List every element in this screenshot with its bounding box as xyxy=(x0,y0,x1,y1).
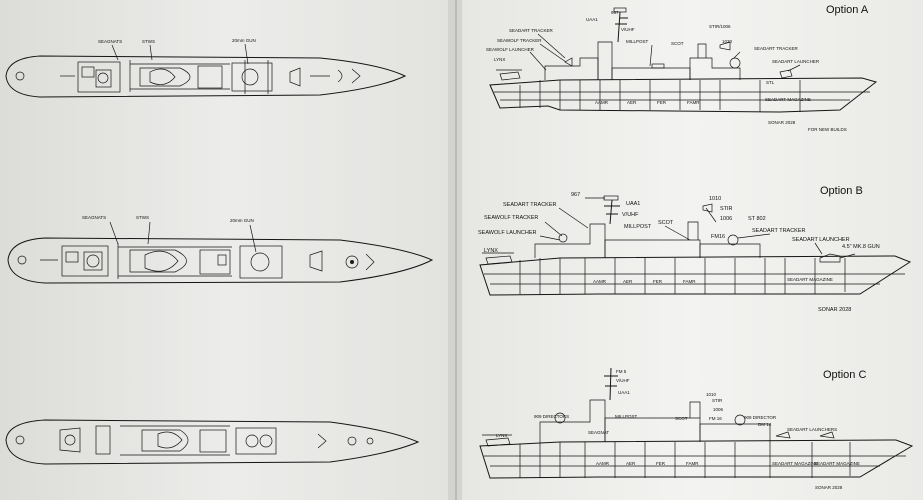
b-label-seadart-magazine: SEADART MAGAZINE xyxy=(787,277,833,282)
a-label-stir: STIR/1006 xyxy=(709,24,731,29)
b-label-seawolf-tracker: SEAWOLF TRACKER xyxy=(484,215,538,221)
c-label-sonar: SONAR 2028 xyxy=(815,485,843,490)
b-label-seadart-launcher: SEADART LAUNCHER xyxy=(792,237,850,243)
plan-view-option-a xyxy=(5,55,407,98)
a-label-1030: 1030 xyxy=(722,39,733,44)
c-label-fm5: FM 5 xyxy=(616,369,627,374)
option-c-title: Option C xyxy=(823,369,866,381)
plan-a-label-gun: 20mm GUN xyxy=(232,38,256,43)
c-label-909-directors: 909 DIRECTORS xyxy=(534,414,569,419)
b-label-967: 967 xyxy=(571,192,580,198)
option-b-title: Option B xyxy=(820,185,863,197)
b-label-st802: ST 802 xyxy=(748,216,766,222)
a-label-seawolf-tracker: SEAWOLF TRACKER xyxy=(497,38,542,43)
b-label-seadart-tracker-2: SEADART TRACKER xyxy=(752,228,806,234)
plan-a-label-seagnats: SEAGNATS xyxy=(98,39,122,44)
c-label-vuhf: V/UHF xyxy=(616,378,630,383)
b-label-seadart-tracker: SEADART TRACKER xyxy=(503,202,557,208)
profile-option-c xyxy=(479,367,914,479)
c-label-seadart-launchers: SEADART LAUNCHERS xyxy=(787,427,837,432)
b-label-scot: SCOT xyxy=(658,220,674,226)
b-label-1006: 1006 xyxy=(720,216,732,222)
c-label-1006: 1006 xyxy=(713,407,724,412)
plan-b-label-gun: 20mm GUN xyxy=(230,218,254,223)
b-label-famr: FAMR xyxy=(683,279,696,284)
a-label-seadart-tracker-2: SEADART TRACKER xyxy=(754,46,799,51)
b-label-uaa1: UAA1 xyxy=(626,201,640,207)
b-label-vuhf: V/UHF xyxy=(622,212,639,218)
c-label-seadart-magazine-2: SEADART MAGAZINE xyxy=(814,461,860,466)
a-label-lynx: LYNX xyxy=(494,57,505,62)
c-label-seagnat: SEAGNAT xyxy=(588,430,609,435)
a-label-millpost: MILLPOST xyxy=(626,39,649,44)
c-label-lynx: LYNX xyxy=(496,433,507,438)
c-label-scot: SCOT xyxy=(675,416,688,421)
c-label-seadart-magazine-1: SEADART MAGAZINE xyxy=(772,461,818,466)
plan-view-option-c xyxy=(5,419,420,465)
a-label-seadart-tracker: SEADART TRACKER xyxy=(509,28,554,33)
a-label-seawolf-launcher: SEAWOLF LAUNCHER xyxy=(486,47,535,52)
b-label-aer: AER xyxy=(623,279,633,284)
c-label-fm16: FM 16 xyxy=(709,416,722,421)
a-label-vuhf: V/UHF xyxy=(621,27,635,32)
a-label-seadart-magazine: SEADART MAGAZINE xyxy=(765,97,811,102)
c-label-fer: FER xyxy=(656,461,666,466)
profile-option-a xyxy=(489,7,878,113)
a-label-aer: AER xyxy=(627,100,637,105)
b-label-millpost: MILLPOST xyxy=(624,224,652,230)
page-gutter xyxy=(448,0,462,500)
c-label-millpost: MILLPOST xyxy=(615,414,638,419)
b-label-lynx: LYNX xyxy=(484,248,498,254)
c-label-aamr: AAMR xyxy=(596,461,610,466)
a-label-seadart-launcher: SEADART LAUNCHER xyxy=(772,59,820,64)
b-label-fm16: FM16 xyxy=(711,234,725,240)
a-label-for-new-builds: FOR NEW BUILDS xyxy=(808,127,847,132)
b-label-gun: 4.5" MK.8 GUN xyxy=(842,244,880,250)
b-label-aamr: AAMR xyxy=(593,279,607,284)
b-label-stir: STIR xyxy=(720,206,733,212)
a-label-aamr: AAMR xyxy=(595,100,609,105)
a-label-967: 967 xyxy=(611,10,619,15)
a-label-sonar: SONAR 2028 xyxy=(768,120,796,125)
a-label-scot: SCOT xyxy=(671,41,684,46)
right-page xyxy=(456,0,923,500)
b-label-fer: FER xyxy=(653,279,663,284)
plan-a-label-stws: STWS xyxy=(142,39,155,44)
a-label-fer: FER xyxy=(657,100,667,105)
b-label-seawolf-launcher: SEAWOLF LAUNCHER xyxy=(478,230,537,236)
a-label-stl: STL xyxy=(766,80,775,85)
profile-option-b xyxy=(479,195,912,296)
plan-view-option-b xyxy=(7,237,434,284)
plan-b-label-stws: STWS xyxy=(136,215,149,220)
c-label-1010: 1010 xyxy=(706,392,717,397)
option-a-title: Option A xyxy=(826,4,869,16)
a-label-famr: FAMR xyxy=(687,100,700,105)
b-label-1010: 1010 xyxy=(709,196,721,202)
b-label-sonar: SONAR 2028 xyxy=(818,307,851,313)
c-label-dm14: DM 14 xyxy=(758,422,772,427)
a-label-uaa1: UAA1 xyxy=(586,17,598,22)
c-label-famr: FAMR xyxy=(686,461,699,466)
c-label-uaa1: UAA1 xyxy=(618,390,630,395)
c-label-aer: AER xyxy=(626,461,636,466)
c-label-909-director: 909 DIRECTOR xyxy=(744,415,777,420)
c-label-stir: STIR xyxy=(712,398,723,403)
plan-b-label-seagnats: SEAGNATS xyxy=(82,215,106,220)
